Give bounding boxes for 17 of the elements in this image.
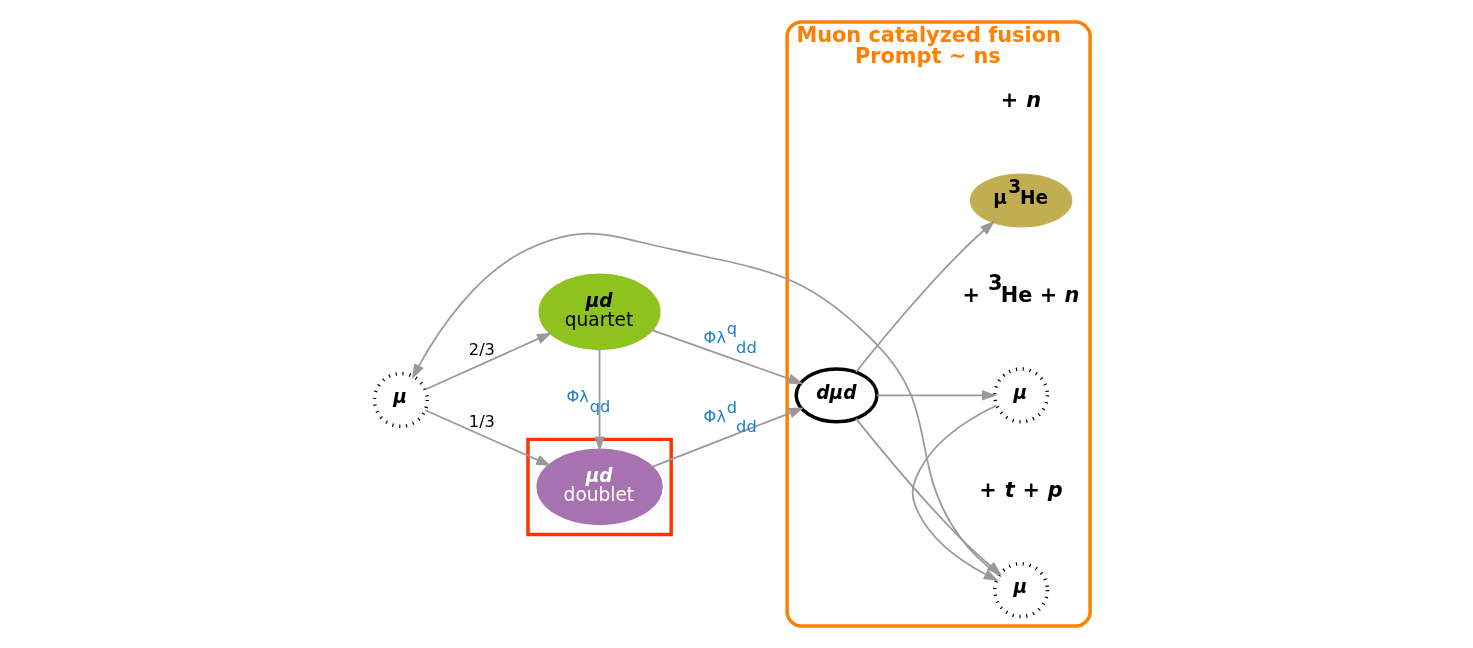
arrow (651, 407, 804, 468)
arrow (854, 220, 995, 373)
node-ellipse: dμd (793, 367, 879, 424)
arrow (651, 329, 803, 384)
arrow (593, 348, 605, 452)
arrow (423, 409, 551, 467)
arrow (911, 404, 999, 581)
node-ellipse: μd quartet (538, 273, 661, 351)
node-circle: μ (372, 371, 429, 429)
edge-label: 1/3 (468, 411, 495, 431)
node-circle: μ (992, 562, 1049, 619)
node-label: + n (1000, 88, 1041, 113)
arrow (423, 332, 552, 391)
node-circle: μ (992, 367, 1049, 424)
node-label: + t + p (978, 477, 1063, 502)
edge-label: 2/3 (468, 339, 495, 359)
arrow (875, 390, 997, 401)
